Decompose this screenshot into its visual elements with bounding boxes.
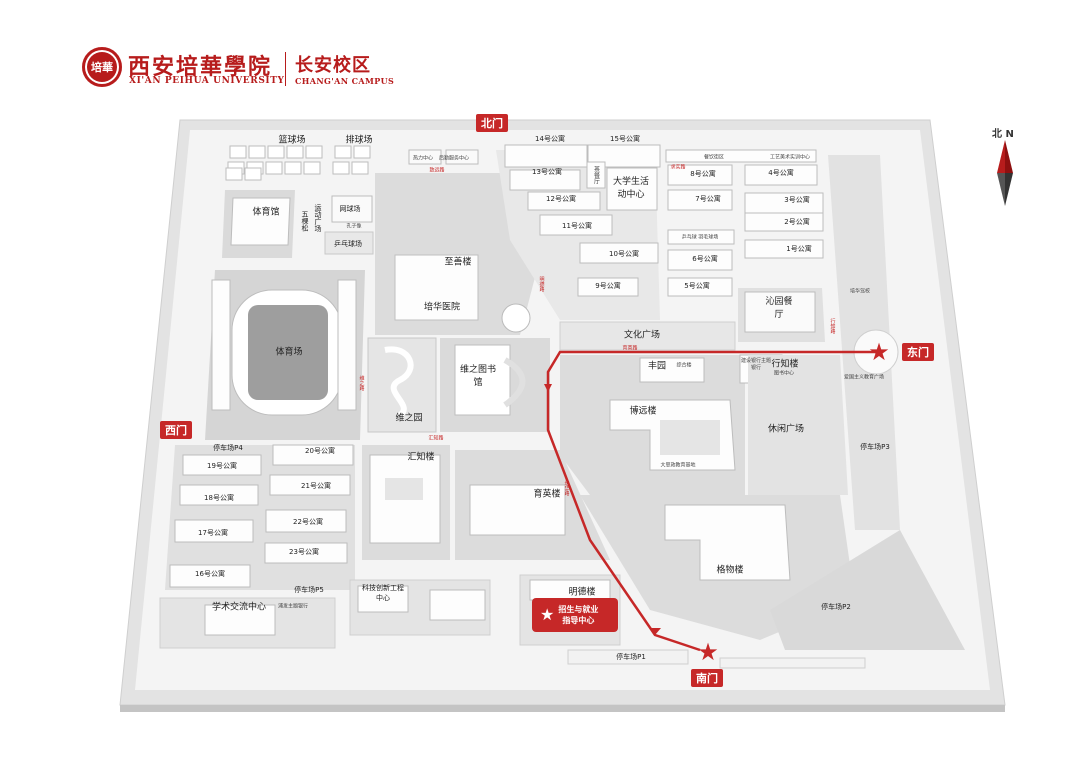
label-fengyuan: 丰园 bbox=[647, 361, 667, 372]
label-dorm4: 4号公寓 bbox=[768, 169, 794, 177]
admissions-line1: 招生与就业 bbox=[558, 605, 599, 614]
road-zhiyuan: 致远路 bbox=[429, 167, 445, 174]
star-icon: ★ bbox=[540, 605, 555, 624]
label-huizhi: 汇知楼 bbox=[407, 452, 435, 463]
road-peihua: 培华路 bbox=[563, 480, 570, 496]
label-volleyball: 排球场 bbox=[345, 135, 373, 146]
label-weizhi-garden: 维之园 bbox=[395, 413, 423, 424]
road-xingzhi: 行知路 bbox=[829, 318, 836, 334]
label-yuying: 育英楼 bbox=[533, 489, 561, 500]
label-fengyuan-sub: 综合楼 bbox=[676, 362, 692, 369]
label-dorm7: 7号公寓 bbox=[695, 195, 721, 203]
label-peihua-school: 培华驾校 bbox=[849, 288, 871, 295]
label-mingde: 明德楼 bbox=[568, 587, 596, 598]
label-cib-bank: 浦发主题银行 bbox=[277, 603, 309, 610]
label-dorm5: 5号公寓 bbox=[684, 282, 710, 290]
label-parking-p1: 停车场P1 bbox=[616, 653, 646, 661]
label-canteen-area: 餐饮街区 bbox=[703, 154, 725, 161]
campus-name-en: CHANG'AN CAMPUS bbox=[295, 76, 395, 86]
label-sports-plaza: 运动广场 bbox=[314, 204, 322, 232]
label-pingpong: 乒乓球场 bbox=[334, 240, 362, 248]
volleyball-courts bbox=[332, 145, 371, 175]
north-arrow-icon bbox=[997, 140, 1013, 206]
gate-east[interactable]: 东门 bbox=[902, 343, 934, 361]
label-tennis: 网球场 bbox=[339, 205, 361, 213]
label-dorm6: 6号公寓 bbox=[692, 255, 718, 263]
campus-name-cn: 长安校区 bbox=[295, 55, 371, 76]
label-wukesong: 五棵松 bbox=[301, 210, 309, 232]
label-bank: 建设银行主题银行 bbox=[740, 358, 771, 371]
label-dorm21: 21号公寓 bbox=[301, 482, 331, 490]
label-qinyuan: 沁园餐厅 bbox=[765, 297, 793, 320]
label-xingzhi-sub: 图书中心 bbox=[773, 370, 795, 377]
label-dorm12: 12号公寓 bbox=[546, 195, 576, 203]
label-dorm18: 18号公寓 bbox=[204, 494, 234, 502]
label-basketball: 篮球场 bbox=[278, 135, 306, 146]
label-gewu: 格物楼 bbox=[716, 565, 744, 576]
label-parking-p4: 停车场P4 bbox=[213, 444, 243, 452]
label-leisure-plaza: 休闲广场 bbox=[767, 424, 805, 435]
label-parking-p2: 停车场P2 bbox=[821, 603, 851, 611]
gate-north[interactable]: 北门 bbox=[476, 114, 508, 132]
label-dorm9: 9号公寓 bbox=[595, 282, 621, 290]
gate-south[interactable]: 南门 bbox=[691, 669, 723, 687]
compass-label: 北 N bbox=[992, 129, 1014, 140]
label-dorm1: 1号公寓 bbox=[786, 245, 812, 253]
road-yuying: 育英路 bbox=[622, 345, 638, 352]
label-dorm10: 10号公寓 bbox=[609, 250, 639, 258]
label-stadium: 体育场 bbox=[275, 347, 303, 358]
label-library: 维之图书馆 bbox=[459, 365, 496, 388]
road-mingde: 明德路 bbox=[538, 276, 545, 292]
label-gym: 体育馆 bbox=[252, 207, 280, 218]
label-dorm8: 8号公寓 bbox=[690, 170, 716, 178]
south-gate-star-icon: ★ bbox=[697, 638, 719, 666]
gate-west[interactable]: 西门 bbox=[160, 421, 192, 439]
basketball-courts bbox=[225, 145, 323, 181]
label-dorm17: 17号公寓 bbox=[198, 529, 228, 537]
label-boyuan: 博远楼 bbox=[629, 406, 657, 417]
label-dorm20: 20号公寓 bbox=[305, 447, 335, 455]
east-gate-star-icon: ★ bbox=[868, 338, 890, 366]
label-tech-center: 科技创新工程中心 bbox=[362, 584, 404, 602]
label-dorm23: 23号公寓 bbox=[289, 548, 319, 556]
label-boyuan-sub: 大思政教育基地 bbox=[660, 462, 696, 469]
road-qiushi: 求实路 bbox=[670, 164, 686, 171]
label-badminton: 乒乓球 羽毛球场 bbox=[681, 234, 719, 241]
label-xingzhi: 行知楼 bbox=[771, 359, 799, 370]
label-dorm13: 13号公寓 bbox=[532, 168, 562, 176]
label-parking-p3: 停车场P3 bbox=[860, 443, 890, 451]
label-art-center: 工艺美术实训中心 bbox=[769, 154, 811, 161]
university-name-en: XI'AN PEIHUA UNIVERSITY bbox=[129, 76, 285, 86]
label-dorm3: 3号公寓 bbox=[784, 196, 810, 204]
university-name-cn: 西安培華學院 bbox=[128, 54, 273, 80]
university-seal-logo: 培華 bbox=[82, 47, 122, 87]
label-dorm22: 22号公寓 bbox=[293, 518, 323, 526]
label-dorm14: 14号公寓 bbox=[535, 135, 565, 143]
admissions-line2: 指导中心 bbox=[562, 616, 595, 625]
label-activity-center: 大学生活动中心 bbox=[612, 177, 649, 200]
label-heat-center: 热力中心 bbox=[412, 155, 434, 162]
label-hospital: 培华医院 bbox=[423, 302, 461, 313]
road-weizhi: 维之路 bbox=[358, 375, 365, 391]
header-divider bbox=[285, 52, 286, 86]
label-parking-p5: 停车场P5 bbox=[294, 586, 324, 594]
label-dorm15: 15号公寓 bbox=[610, 135, 640, 143]
label-logistics: 后勤服务中心 bbox=[438, 155, 470, 162]
label-culture-plaza: 文化广场 bbox=[623, 330, 661, 341]
label-dorm16: 16号公寓 bbox=[195, 570, 225, 578]
label-academic-center: 学术交流中心 bbox=[211, 602, 267, 613]
label-tea: 茶餐厅 bbox=[592, 166, 600, 184]
label-dorm11: 11号公寓 bbox=[562, 222, 592, 230]
label-dorm2: 2号公寓 bbox=[784, 218, 810, 226]
admissions-office-marker[interactable]: ★ 招生与就业指导中心 bbox=[532, 598, 618, 632]
label-dorm19: 19号公寓 bbox=[207, 462, 237, 470]
label-zhishan: 至善楼 bbox=[444, 257, 472, 268]
label-confucius: 孔子像 bbox=[346, 223, 362, 230]
road-huizhi: 汇知路 bbox=[428, 435, 444, 442]
label-patriot-plaza: 爱国主义教育广场 bbox=[843, 374, 884, 381]
